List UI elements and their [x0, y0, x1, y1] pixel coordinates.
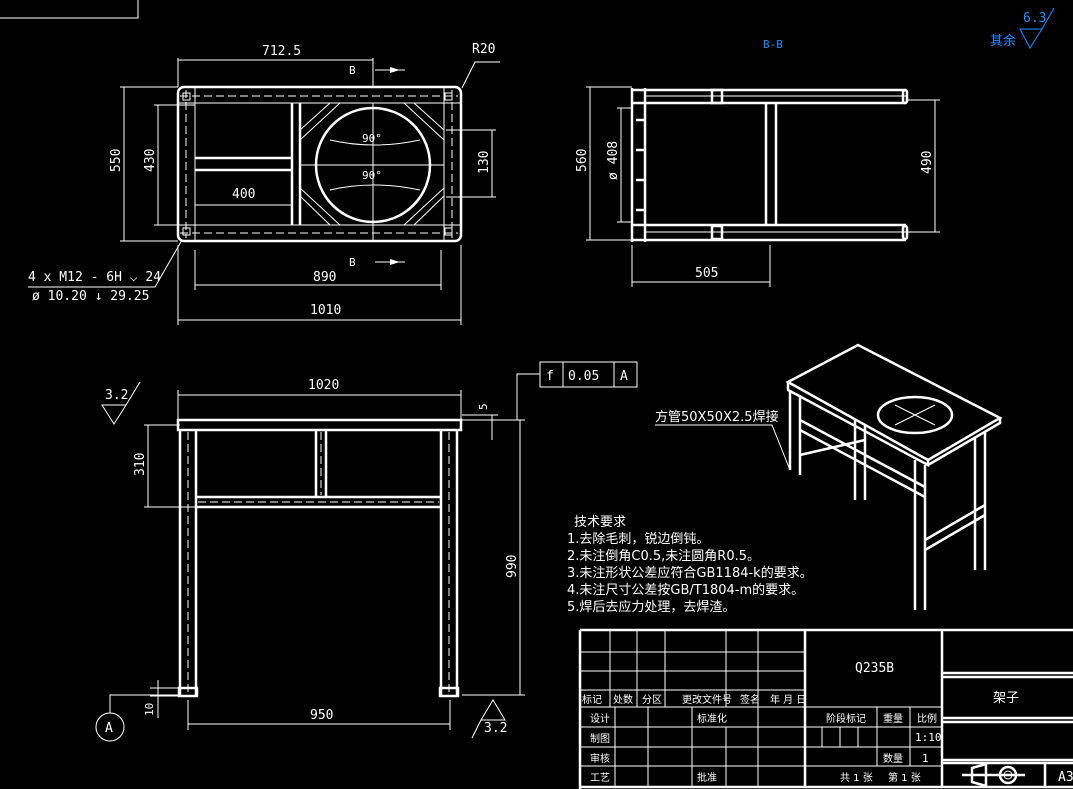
tech-requirements: 技术要求 1.去除毛刺，锐边倒钝。 2.未注倒角C0.5,未注圆角R0.5。 3…	[567, 515, 813, 615]
front-view-datum: A	[105, 721, 113, 736]
roughness-other: 其余 6.3	[990, 7, 1055, 49]
title-block-header-1: 处数	[613, 693, 633, 706]
top-view-dims-angle2: 90°	[362, 169, 382, 182]
tech-requirements-items-2: 3.未注形状公差应符合GB1184-k的要求。	[567, 565, 813, 581]
top-view-dims-d1010: 1010	[310, 303, 341, 318]
roughness-other-value: 6.3	[1023, 11, 1046, 26]
top-view-dims-d400: 400	[232, 187, 255, 202]
roughness-other-label: 其余	[990, 33, 1016, 49]
front-view-roughness-0: 3.2	[105, 388, 128, 403]
corner-frame	[0, 0, 139, 19]
front-view-tolerance-frame-datum: A	[620, 369, 628, 384]
top-view-dims-r20: R20	[472, 42, 495, 57]
title-block-stage-mark: 阶段标记	[826, 712, 866, 725]
title-block-roles-2: 审核	[590, 752, 610, 765]
side-view-dims-d408: ø 408	[606, 141, 621, 180]
front-view-dims-d990: 990	[505, 555, 520, 578]
tech-requirements-items-0: 1.去除毛刺，锐边倒钝。	[567, 532, 709, 547]
side-view: 560 ø 408 490 505	[575, 86, 940, 287]
title-block-header-5: 年 月 日	[770, 693, 806, 706]
tech-requirements-items-4: 5.焊后去应力处理，去焊渣。	[567, 599, 735, 615]
section-label: B-B	[763, 38, 783, 51]
tolerance-frame: f 0.05 A	[516, 361, 638, 420]
front-view-dims-d5: 5	[477, 403, 490, 410]
title-block-header-3: 更改文件号	[682, 693, 732, 706]
front-view: 1020 5 310 990 950 10 A 3.2 3.2 f 0.05 A	[95, 361, 638, 742]
top-view-section-marks-1: B	[349, 256, 356, 269]
title-block-header-4: 签名	[740, 693, 760, 706]
top-view-hole-note-line2: ø 10.20 ↓ 29.25	[32, 289, 149, 304]
projection-symbol-icon	[962, 762, 1025, 788]
top-view-hole-note-line1: 4 x M12 - 6H ⌵ 24	[28, 270, 161, 285]
top-view: 712.5 R20 B B 550 430 130 400 90° 90° 89…	[28, 42, 500, 325]
title-block-approval: 批准	[697, 771, 717, 784]
top-view-dims-d430: 430	[143, 149, 158, 172]
title-block-quantity-label: 数量	[883, 752, 903, 765]
tech-requirements-title: 技术要求	[574, 515, 626, 530]
title-block-material: Q235B	[855, 661, 894, 676]
isometric-view: 方管50X50X2.5焊接	[655, 343, 1003, 610]
title-block-scale-label: 比例	[917, 712, 937, 725]
title-block-roles-3: 工艺	[590, 772, 610, 784]
top-view-dims-d890: 890	[313, 270, 336, 285]
title-block-roles-1: 制图	[590, 732, 610, 745]
side-view-dims-d490: 490	[920, 151, 935, 174]
section-label: B-B	[763, 38, 783, 51]
title-block-part-name: 架子	[993, 691, 1019, 706]
tech-requirements-items-1: 2.未注倒角C0.5,未注圆角R0.5。	[567, 549, 760, 564]
front-view-tolerance-frame-symbol: f	[546, 369, 554, 384]
title-block-sheet-no: 第 1 张	[888, 771, 921, 784]
tech-requirements-items-3: 4.未注尺寸公差按GB/T1804-m的要求。	[567, 582, 804, 598]
title-block-sheet-size: A3	[1058, 770, 1073, 785]
side-view-dims-d560: 560	[575, 149, 590, 172]
title-block-header-2: 分区	[642, 694, 662, 706]
title-block-standardization: 标准化	[697, 712, 727, 725]
top-view-dims-angle1: 90°	[362, 132, 382, 145]
top-view-section-marks-0: B	[349, 64, 356, 77]
front-view-roughness-1: 3.2	[484, 721, 507, 736]
title-block-roles-0: 设计	[590, 712, 610, 725]
front-view-dims-d310: 310	[133, 453, 148, 476]
side-view-dims-d505: 505	[695, 266, 718, 281]
top-view-dims-d130: 130	[477, 151, 492, 174]
top-view-dims-w712: 712.5	[262, 44, 301, 59]
roughness-symbol-icon	[471, 699, 506, 739]
title-block: Q235B 架子 标记 处数 分区 更改文件号 签名 年 月 日 设计 制图 审…	[578, 628, 1073, 789]
front-view-dims-d1020: 1020	[308, 378, 339, 393]
iso-view-label: 方管50X50X2.5焊接	[655, 409, 779, 425]
title-block-scale: 1:10	[915, 731, 942, 744]
top-view-dims-d550: 550	[109, 149, 124, 172]
title-block-sheets-total: 共 1 张	[840, 772, 873, 784]
front-view-dims-d10: 10	[143, 703, 156, 716]
front-view-dims-d950: 950	[310, 708, 333, 723]
front-view-tolerance-frame-value: 0.05	[568, 369, 599, 384]
roughness-symbol-icon	[101, 381, 141, 425]
roughness-symbol-icon	[1019, 7, 1055, 49]
title-block-header-0: 标记	[582, 694, 602, 706]
title-block-weight: 重量	[883, 712, 903, 725]
datum-circle	[95, 712, 125, 742]
title-block-quantity: 1	[922, 752, 929, 765]
